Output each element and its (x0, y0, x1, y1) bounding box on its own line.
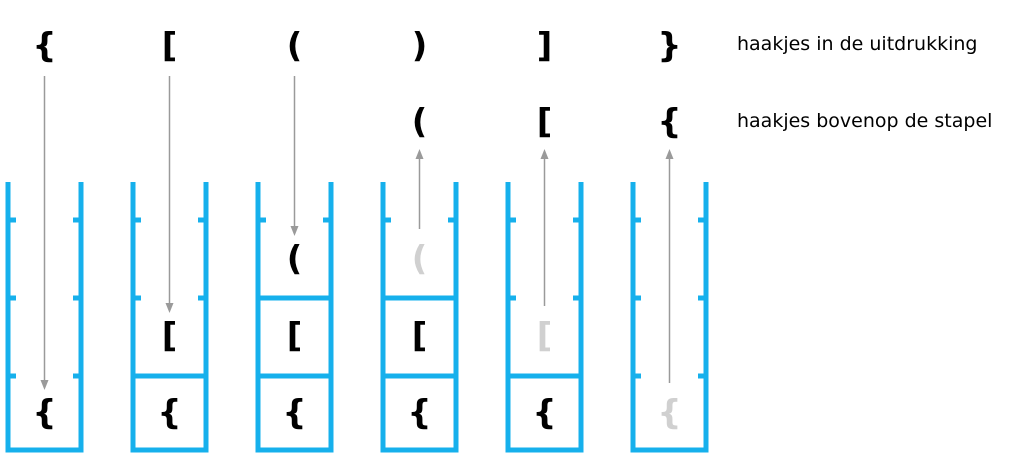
expression-symbol: { (32, 26, 56, 66)
expression-symbol: ] (537, 26, 553, 66)
stack-cell-2-symbol: [ (537, 316, 553, 356)
stack-container (505, 182, 584, 453)
stack-top-symbol: { (657, 102, 681, 142)
expression-symbol: [ (162, 26, 178, 66)
expression-symbol: ) (412, 26, 428, 66)
stack-step-3: { [ ( ( (255, 26, 334, 453)
stack-cell-2-symbol: [ (162, 316, 178, 356)
stack-cell-2-symbol: [ (287, 316, 303, 356)
stack-container (5, 182, 84, 453)
expression-symbol: } (657, 26, 681, 66)
stack-container (380, 182, 459, 453)
stack-container (255, 182, 334, 453)
stack-cell-1-symbol: { (657, 393, 681, 433)
stack-cell-3-symbol: ( (287, 239, 303, 279)
stack-step-5: { [] [ (505, 26, 584, 453)
stack-cell-1-symbol: { (157, 393, 181, 433)
stack-top-symbol: [ (537, 102, 553, 142)
expression-symbol: ( (287, 26, 303, 66)
stack-step-4: { [ () ( (380, 26, 459, 453)
stack-step-1: {{ (5, 26, 84, 453)
stack-container (130, 182, 209, 453)
stack-cell-1-symbol: { (282, 393, 306, 433)
stack-container (630, 182, 709, 453)
stack-cell-1-symbol: { (32, 393, 56, 433)
stack-step-6: {} { (630, 26, 709, 453)
stack-step-2: { [ [ (130, 26, 209, 453)
stack-cell-1-symbol: { (407, 393, 431, 433)
stack-top-row-label: haakjes bovenop de stapel (737, 110, 993, 132)
stack-cell-3-symbol: ( (412, 239, 428, 279)
stack-cell-1-symbol: { (532, 393, 556, 433)
stack-top-symbol: ( (412, 102, 428, 142)
stack-cell-2-symbol: [ (412, 316, 428, 356)
expression-row-label: haakjes in de uitdrukking (737, 33, 978, 55)
